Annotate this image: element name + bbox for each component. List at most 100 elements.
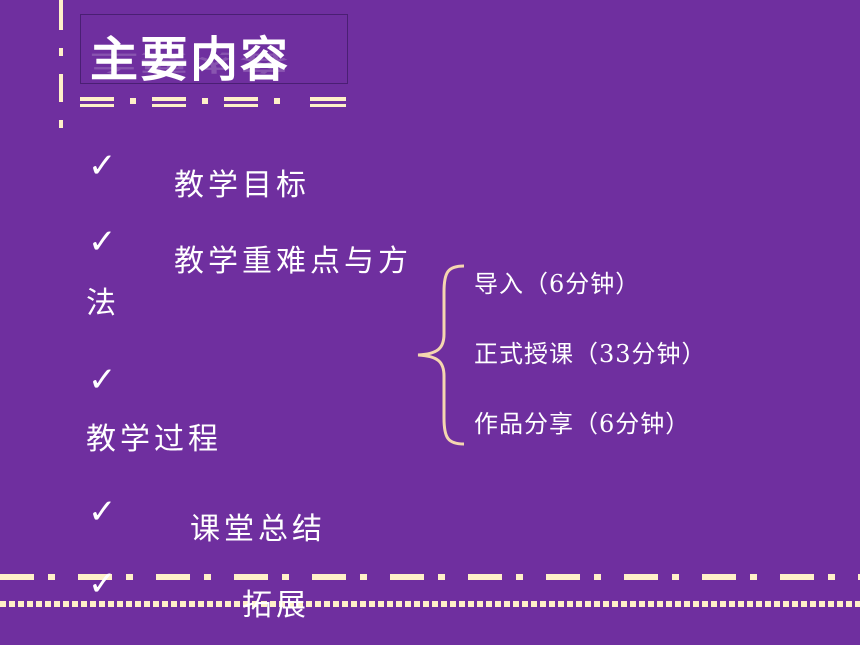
item-process-continuation: 教学过程 [86,422,222,457]
decoration-dash [78,574,112,580]
decoration-dot [675,601,681,607]
decoration-dot [108,601,114,607]
decoration-dot [513,601,519,607]
decoration-dot [594,601,600,607]
decoration-dot [567,601,573,607]
checkmark-icon: ✓ [88,222,117,262]
decoration-dot [684,601,690,607]
item-teaching-goals: 教学目标 [174,168,310,203]
decoration-dash [468,574,502,580]
decoration-dot [54,601,60,607]
checkmark-icon: ✓ [88,492,117,532]
decoration-dot [576,601,582,607]
decoration-dot [792,601,798,607]
decoration-dot [522,601,528,607]
decoration-dot [387,601,393,607]
curly-brace-icon [417,264,465,446]
decoration-dot [198,601,204,607]
checkmark-icon: ✓ [88,360,117,400]
decoration-dot [342,601,348,607]
decoration-dot [672,574,679,580]
decoration-dot [243,601,249,607]
decoration-dot [378,601,384,607]
page-title-reflection: 主要内容 [90,49,291,75]
decoration-dot [414,601,420,607]
decoration-dash [624,574,658,580]
decoration-dot [162,601,168,607]
item-extension: 拓展 [242,588,310,623]
decoration-dot [0,601,6,607]
decoration-dot [477,601,483,607]
decoration-dot [585,601,591,607]
decoration-dot [189,601,195,607]
decoration-dot [828,574,835,580]
left-vertical-decoration [59,48,63,56]
decoration-dot [360,601,366,607]
decoration-dot [801,601,807,607]
decoration-dot [459,601,465,607]
title-underline-decoration [80,97,346,107]
decoration-dot [765,601,771,607]
decoration-dot [63,601,69,607]
decoration-dot [72,601,78,607]
decoration-dot [351,601,357,607]
item-key-points-continuation: 法 [86,286,120,321]
decoration-dot [603,601,609,607]
decoration-dot [204,574,211,580]
left-vertical-decoration [59,74,63,102]
checkmark-icon: ✓ [88,564,117,604]
decoration-dot [837,601,843,607]
decoration-dot [99,601,105,607]
decoration-dot [612,601,618,607]
decoration-dot [630,601,636,607]
decoration-dot [693,601,699,607]
decoration-dot [558,601,564,607]
decoration-dot [855,601,860,607]
decoration-dot [153,601,159,607]
decoration-dot [288,601,294,607]
title-box [80,14,348,84]
decoration-dot [261,601,267,607]
decoration-dot [18,601,24,607]
decoration-dash [390,574,424,580]
decoration-dot [657,601,663,607]
decoration-dot [360,574,367,580]
page-title: 主要内容 [90,32,291,88]
process-step-sharing: 作品分享（6分钟） [474,410,691,438]
decoration-dot [306,601,312,607]
decoration-dot [180,601,186,607]
decoration-dot [639,601,645,607]
decoration-dot [819,601,825,607]
decoration-dot [540,601,546,607]
decoration-dot [750,574,757,580]
decoration-dot [531,601,537,607]
decoration-dot [282,574,289,580]
process-step-lecture: 正式授课（33分钟） [474,340,707,368]
decoration-dash [0,574,34,580]
decoration-dot [369,601,375,607]
process-step-intro: 导入（6分钟） [474,270,641,298]
decoration-dot [810,601,816,607]
decoration-dot [333,601,339,607]
decoration-dash [312,574,346,580]
decoration-dot [423,601,429,607]
decoration-dot [621,601,627,607]
decoration-dot [666,601,672,607]
decoration-dot [144,601,150,607]
left-vertical-decoration [59,0,63,30]
decoration-dot [126,574,133,580]
decoration-dot [234,601,240,607]
decoration-dot [828,601,834,607]
decoration-dot [216,601,222,607]
decoration-dot [36,601,42,607]
decoration-dot [738,601,744,607]
decoration-dot [504,601,510,607]
decoration-dot [270,601,276,607]
decoration-dot [450,601,456,607]
decoration-dot [495,601,501,607]
decoration-dash [234,574,268,580]
decoration-dot [783,601,789,607]
decoration-dot [225,601,231,607]
decoration-dot [279,601,285,607]
